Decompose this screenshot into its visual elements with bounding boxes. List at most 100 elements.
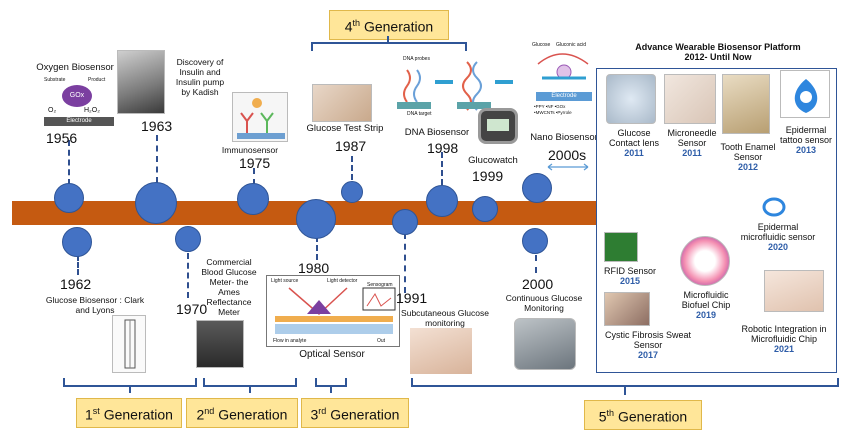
cystic-year: 2017 — [637, 350, 659, 360]
connector-1987 — [351, 156, 353, 180]
node-2000 — [522, 228, 548, 254]
gen4-word: Generation — [363, 18, 434, 35]
commercial-meter-label: Commercial Blood Glucose Meter- the Ames… — [198, 257, 260, 317]
node-2000s — [522, 173, 552, 203]
gen1-number: 1 — [85, 406, 93, 423]
year-1998: 1998 — [427, 140, 459, 156]
robotic-integration-caption: Robotic Integration in Microfluidic Chip… — [732, 324, 836, 354]
microneedle-line-1: Microneedle — [667, 128, 717, 138]
tooth-enamel-caption: Tooth Enamel Sensor 2012 — [716, 142, 780, 172]
node-1998 — [426, 185, 458, 217]
connector-1998 — [441, 152, 443, 185]
nano-biosensor-label: Nano Biosensor — [530, 132, 598, 143]
biofuel-line-1: Microfluidic — [683, 290, 729, 300]
year-1962: 1962 — [60, 276, 92, 292]
gen2-word: Generation — [218, 406, 288, 423]
biofuel-year: 2019 — [695, 310, 717, 320]
cystic-fibrosis-photo — [604, 292, 650, 326]
meter-line-6: Meter — [218, 307, 240, 317]
generation-1-box: 1st Generation — [76, 398, 182, 428]
year-1991: 1991 — [396, 290, 428, 306]
glucowatch-photo — [478, 108, 518, 144]
insulin-photo — [117, 50, 165, 114]
generation-5-box: 5th Generation — [584, 400, 702, 430]
gox-enzyme: GOx — [62, 85, 92, 107]
gen2-number: 2 — [196, 406, 205, 423]
insulin-line-1: Discovery of — [176, 57, 224, 67]
microneedle-caption: Microneedle Sensor 2011 — [662, 128, 722, 158]
gen4-suffix: th — [352, 18, 361, 28]
meter-line-3: Meter- the — [209, 277, 249, 287]
generation-2-brace — [203, 378, 297, 393]
insulin-line-4: by Kadish — [181, 87, 219, 97]
connector-1956 — [68, 140, 70, 185]
epidermal-micro-year: 2020 — [767, 242, 789, 252]
robotic-integration-photo — [764, 270, 824, 312]
tattoo-line-2: tattoo sensor — [779, 135, 833, 145]
year-1975: 1975 — [239, 155, 271, 171]
biofuel-line-2: Biofuel Chip — [681, 300, 731, 310]
gen5-word: Generation — [617, 408, 688, 425]
nano-electrode-bar: Electrode — [536, 92, 592, 101]
gen3-suffix: rd — [318, 406, 327, 416]
clark-lyons-label: Glucose Biosensor : Clark and Lyons — [40, 295, 150, 315]
platform-title-line-2: 2012- Until Now — [684, 52, 752, 62]
legend-ppy: •PPY — [534, 104, 545, 109]
continuous-glucose-label: Continuous Glucose Monitoring — [498, 293, 590, 313]
dna-probes-label: DNA probes — [403, 56, 430, 62]
rfid-line-1: RFID Sensor — [603, 266, 656, 276]
robotic-line-2: Microfluidic Chip — [750, 334, 818, 344]
tattoo-sensor-caption: Epidermal tattoo sensor 2013 — [776, 125, 836, 155]
cgm-device-photo — [514, 318, 576, 370]
optical-sensor-diagram: Light source Light detector Sensogram Fl… — [266, 275, 400, 347]
cystic-line-1: Cystic Fibrosis Sweat — [604, 330, 692, 340]
year-1956: 1956 — [46, 130, 78, 146]
year-1963: 1963 — [141, 118, 173, 134]
gen5-number: 5 — [598, 408, 607, 425]
glucowatch-label: Glucowatch — [468, 155, 518, 166]
subcutaneous-line-1: Subcutaneous Glucose — [401, 308, 489, 318]
tattoo-sensor-photo — [780, 70, 830, 118]
legend-mwcnts: •MWCNTs — [534, 110, 555, 115]
subcutaneous-label: Subcutaneous Glucose monitoring — [394, 308, 496, 328]
legend-pyrrole: •Pyrrole — [555, 110, 572, 115]
generation-4-brace — [311, 36, 467, 51]
clark-line-1: Glucose Biosensor : Clark — [45, 295, 145, 305]
robotic-line-1: Robotic Integration in — [741, 324, 827, 334]
generation-3-brace — [315, 378, 347, 393]
connector-1991 — [404, 233, 406, 293]
oxygen-biosensor-label: Oxygen Biosensor — [36, 62, 114, 73]
immunosensor-label: Immunosensor — [221, 145, 279, 155]
microneedle-year: 2011 — [682, 148, 702, 158]
substrate-label: Substrate — [44, 77, 66, 83]
oxygen-biosensor-diagram: Substrate Product GOx O₂ H₂O₂ Electrode — [44, 75, 114, 127]
node-1999 — [472, 196, 498, 222]
robotic-year: 2021 — [773, 344, 795, 354]
tooth-enamel-photo — [722, 74, 770, 134]
microneedle-photo — [664, 74, 716, 124]
contact-lens-line-1: Glucose — [617, 128, 651, 138]
rfid-sensor-photo — [604, 232, 638, 262]
nano-legend: •PPY •NF •GOx •MWCNTs •Pyrrole — [534, 104, 596, 116]
flow-out-label: Out — [377, 338, 386, 344]
node-1987 — [341, 181, 363, 203]
contact-lens-line-2: Contact lens — [608, 138, 660, 148]
connector-1970 — [187, 253, 189, 298]
tooth-enamel-line-1: Tooth Enamel — [720, 142, 776, 152]
double-arrow — [547, 163, 589, 171]
nano-biosensor-diagram: Glucose Gluconic acid Electrode •PPY •NF… — [532, 42, 596, 122]
insulin-discovery-label: Discovery of Insulin and Insulin pump by… — [164, 57, 236, 97]
meter-line-1: Commercial — [206, 257, 252, 267]
node-1980 — [296, 199, 336, 239]
contact-lens-caption: Glucose Contact lens 2011 — [604, 128, 664, 158]
glucose-label: Glucose — [532, 42, 551, 48]
gen3-word: Generation — [330, 406, 400, 423]
node-1963 — [135, 182, 177, 224]
gen1-word: Generation — [103, 406, 173, 423]
o2-label: O₂ — [48, 107, 57, 114]
product-label: Product — [88, 77, 106, 83]
generation-5-brace — [411, 378, 839, 395]
legend-nf: •NF — [545, 104, 554, 109]
gen3-number: 3 — [310, 406, 319, 423]
gen2-suffix: nd — [204, 406, 215, 416]
